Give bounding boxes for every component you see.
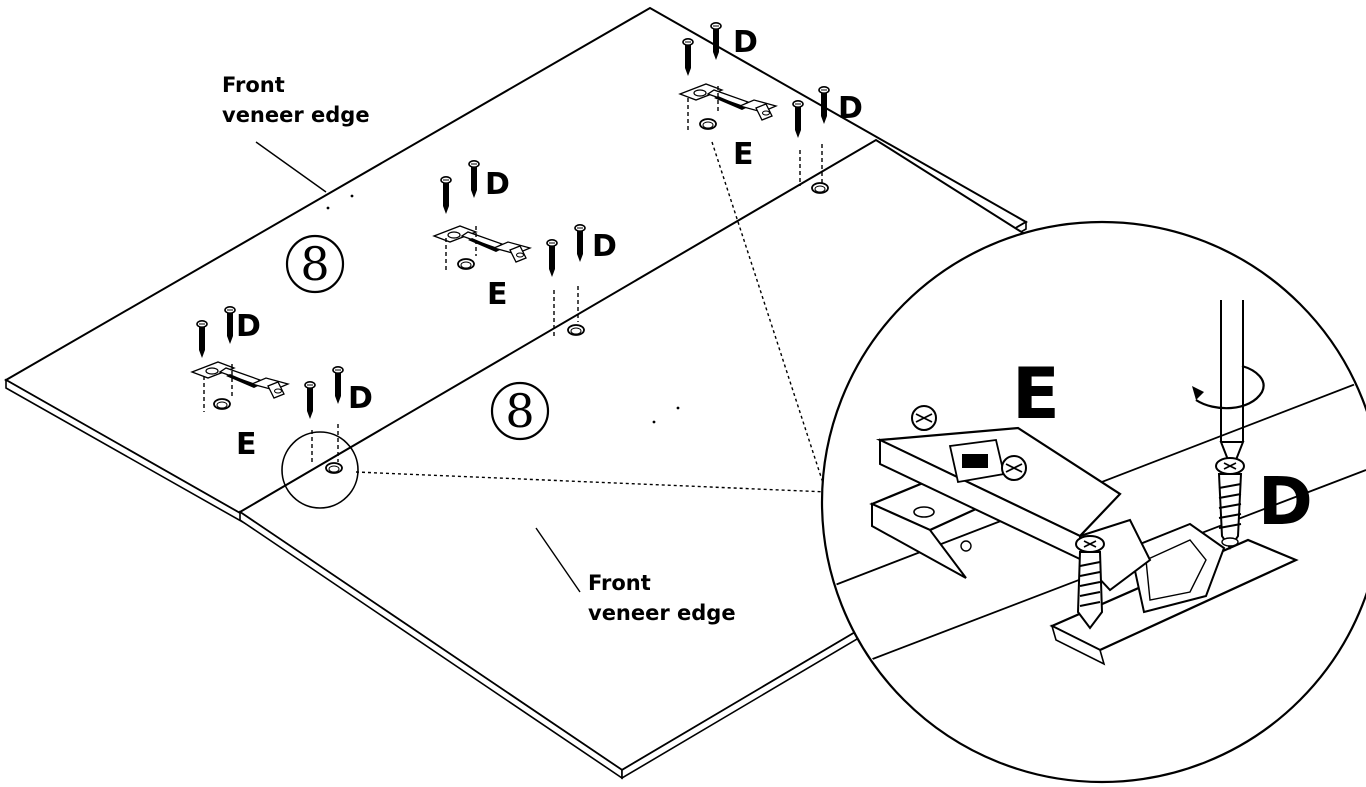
svg-text:8: 8 <box>300 237 329 291</box>
label-d-2: D <box>838 91 863 126</box>
panel-number-front: 8 <box>490 381 550 441</box>
front-edge-label-bottom: Front veneer edge <box>588 571 736 625</box>
detail-marker-circle <box>281 431 359 509</box>
hinge-group-top <box>679 21 830 194</box>
label-e-3: E <box>236 427 257 462</box>
hinge-group-middle <box>433 160 586 336</box>
leader-top <box>255 141 327 193</box>
label-d-6: D <box>348 381 373 416</box>
detail-connector-2 <box>711 141 825 487</box>
label-d-5: D <box>236 309 261 344</box>
label-e-1: E <box>733 137 754 172</box>
leader-bottom <box>535 527 581 593</box>
svg-text:8: 8 <box>505 384 534 438</box>
label-e-2: E <box>487 277 508 312</box>
label-d-1: D <box>733 25 758 60</box>
hinge-group-bottom <box>191 305 344 474</box>
detail-magnified: E D <box>820 220 1366 784</box>
detail-connector-1 <box>355 471 829 493</box>
detail-label-e: E <box>1012 353 1060 435</box>
detail-label-d: D <box>1258 463 1313 540</box>
label-d-3: D <box>485 167 510 202</box>
front-edge-label-top: Front veneer edge <box>222 73 370 127</box>
label-d-4: D <box>592 229 617 264</box>
panel-number-back: 8 <box>285 234 345 294</box>
